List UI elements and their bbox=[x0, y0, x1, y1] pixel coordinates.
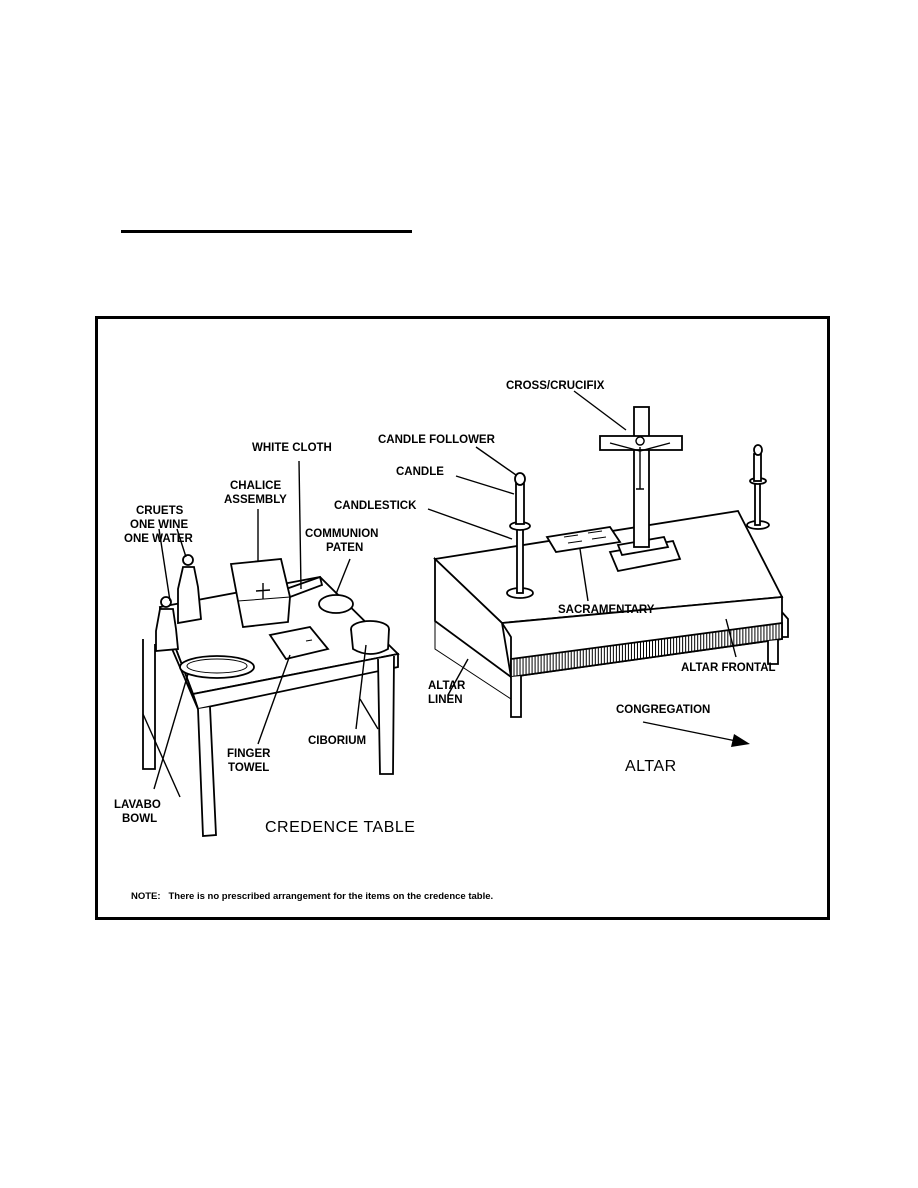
label-sacramentary: SACRAMENTARY bbox=[558, 604, 655, 616]
leader-lavabo-table bbox=[142, 713, 181, 798]
leader-finger-towel bbox=[257, 654, 291, 745]
label-altar-linen-2: LINEN bbox=[428, 694, 463, 706]
leader-candlestick bbox=[427, 508, 513, 540]
credence-table-illustration bbox=[142, 554, 400, 837]
label-chalice-1: CHALICE bbox=[230, 480, 281, 492]
label-candlestick: CANDLESTICK bbox=[334, 500, 417, 512]
cruet-water-stopper bbox=[160, 596, 172, 608]
label-altar-frontal: ALTAR FRONTAL bbox=[681, 662, 776, 674]
label-lavabo-2: BOWL bbox=[122, 813, 157, 825]
label-candle: CANDLE bbox=[396, 466, 444, 478]
label-lavabo-1: LAVABO bbox=[114, 799, 161, 811]
leader-paten bbox=[335, 558, 351, 595]
sacramentary-text bbox=[563, 530, 607, 544]
right-candle bbox=[753, 453, 762, 482]
altar-illustration bbox=[433, 406, 789, 718]
label-altar-title: ALTAR bbox=[625, 758, 677, 775]
leader-sacramentary bbox=[579, 548, 589, 602]
leader-ciborium-table bbox=[359, 698, 379, 730]
leader-altar-frontal bbox=[725, 618, 737, 658]
figure-note: NOTE: There is no prescribed arrangement… bbox=[131, 891, 493, 902]
altar-linen-edge bbox=[434, 621, 512, 700]
label-finger-towel-1: FINGER bbox=[227, 748, 271, 760]
chalice-cross-emblem bbox=[255, 583, 271, 599]
leader-candle bbox=[455, 475, 515, 495]
congregation-arrowhead bbox=[731, 734, 750, 747]
leader-candle-follower bbox=[475, 446, 517, 476]
label-white-cloth: WHITE CLOTH bbox=[252, 442, 332, 454]
figure-frame: CROSS/CRUCIFIX CANDLE FOLLOWER CANDLE CA… bbox=[95, 316, 830, 920]
label-paten-1: COMMUNION bbox=[305, 528, 378, 540]
leader-ciborium bbox=[355, 644, 367, 730]
cruet-water bbox=[155, 608, 179, 652]
leader-altar-linen bbox=[447, 658, 469, 696]
leader-lines bbox=[142, 390, 750, 798]
lavabo-bowl bbox=[179, 655, 255, 679]
leader-cruet-wine bbox=[176, 528, 187, 558]
congregation-arrow-shaft bbox=[642, 721, 747, 744]
credence-back-left-leg bbox=[142, 639, 156, 770]
left-candlestick-shaft bbox=[516, 528, 524, 594]
left-candle bbox=[515, 483, 525, 525]
leader-lavabo bbox=[153, 673, 189, 790]
finger-towel-emblem bbox=[305, 639, 313, 642]
right-candle-follower bbox=[753, 444, 763, 456]
credence-front-right-leg bbox=[377, 655, 395, 775]
altar-front-leg bbox=[510, 676, 522, 718]
leader-cross bbox=[573, 390, 627, 431]
altar-right-leg bbox=[767, 640, 779, 665]
label-finger-towel-2: TOWEL bbox=[228, 762, 269, 774]
ciborium-body bbox=[350, 628, 390, 655]
label-altar-linen-1: ALTAR bbox=[428, 680, 466, 692]
cross-upright bbox=[633, 406, 650, 548]
label-cross: CROSS/CRUCIFIX bbox=[506, 380, 605, 392]
corpus bbox=[609, 436, 671, 490]
label-congregation: CONGREGATION bbox=[616, 704, 710, 716]
chalice-veil-fold bbox=[230, 563, 291, 602]
leader-cruet-water bbox=[158, 528, 171, 602]
leader-white-cloth bbox=[298, 460, 302, 590]
altar-credence-diagram: CROSS/CRUCIFIX CANDLE FOLLOWER CANDLE CA… bbox=[114, 380, 789, 902]
left-candle-follower bbox=[514, 472, 526, 486]
finger-towel bbox=[268, 626, 330, 661]
label-cruets-3: ONE WATER bbox=[124, 533, 193, 545]
lavabo-bowl-inner bbox=[186, 658, 248, 674]
credence-front-left-leg bbox=[197, 706, 217, 837]
cruet-wine-stopper bbox=[182, 554, 194, 566]
cruet-wine bbox=[177, 566, 202, 625]
title-underline bbox=[121, 230, 412, 233]
label-cruets-2: ONE WINE bbox=[130, 519, 188, 531]
label-ciborium: CIBORIUM bbox=[308, 735, 366, 747]
label-candle-follower: CANDLE FOLLOWER bbox=[378, 434, 496, 446]
right-candlestick-shaft bbox=[754, 482, 761, 526]
label-chalice-2: ASSEMBLY bbox=[224, 494, 287, 506]
label-credence-title: CREDENCE TABLE bbox=[265, 819, 415, 836]
communion-paten bbox=[318, 594, 354, 614]
altar-fringe-ticks bbox=[510, 623, 783, 677]
sacramentary-book bbox=[545, 526, 622, 553]
label-cruets-1: CRUETS bbox=[136, 505, 184, 517]
labels: CROSS/CRUCIFIX CANDLE FOLLOWER CANDLE CA… bbox=[114, 380, 776, 902]
label-paten-2: PATEN bbox=[326, 542, 363, 554]
